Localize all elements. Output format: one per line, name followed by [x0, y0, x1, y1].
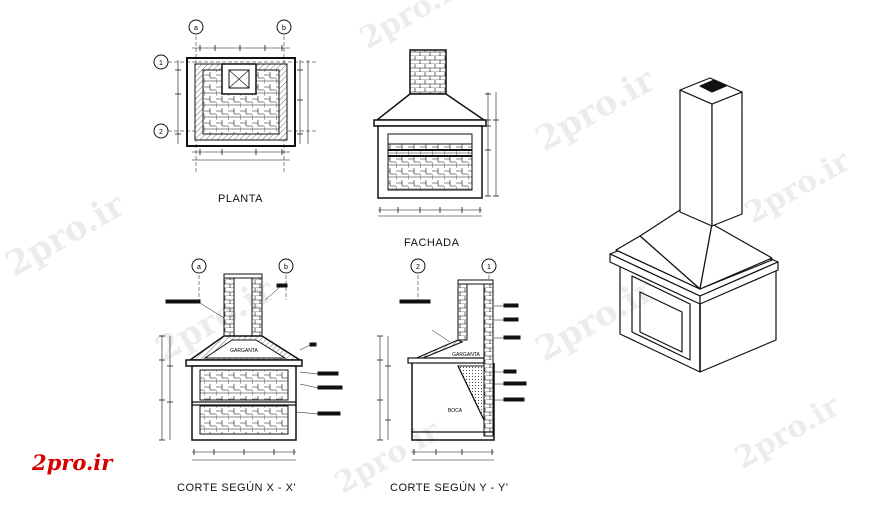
- plan-grid-label-1: 1: [159, 60, 163, 67]
- plan-grid-label-a: a: [194, 25, 198, 32]
- section-y-grid-label-1: 1: [487, 264, 491, 271]
- section-x-title: CORTE SEGÚN X - X': [177, 482, 297, 494]
- plan-grid-label-2: 2: [159, 129, 163, 136]
- section-x-grid-label-b: b: [284, 264, 288, 271]
- section-x-view: [159, 258, 343, 461]
- site-logo: 2pro.ir: [32, 450, 113, 475]
- plan-title: PLANTA: [218, 193, 263, 205]
- elevation-view: [373, 49, 499, 217]
- elevation-title: FACHADA: [404, 237, 460, 249]
- plan-view: [153, 19, 318, 172]
- plan-grid-label-b: b: [282, 25, 286, 32]
- section-y-view: [377, 258, 527, 461]
- section-y-mouth-label: BOCA: [448, 408, 463, 414]
- isometric-view: [609, 77, 779, 373]
- section-y-grid-label-2: 2: [416, 264, 420, 271]
- section-x-throat-label: GARGANTA: [230, 348, 258, 354]
- section-y-throat-label: GARGANTA: [452, 352, 480, 358]
- section-x-grid-label-a: a: [197, 264, 201, 271]
- section-y-title: CORTE SEGÚN Y - Y': [390, 482, 509, 494]
